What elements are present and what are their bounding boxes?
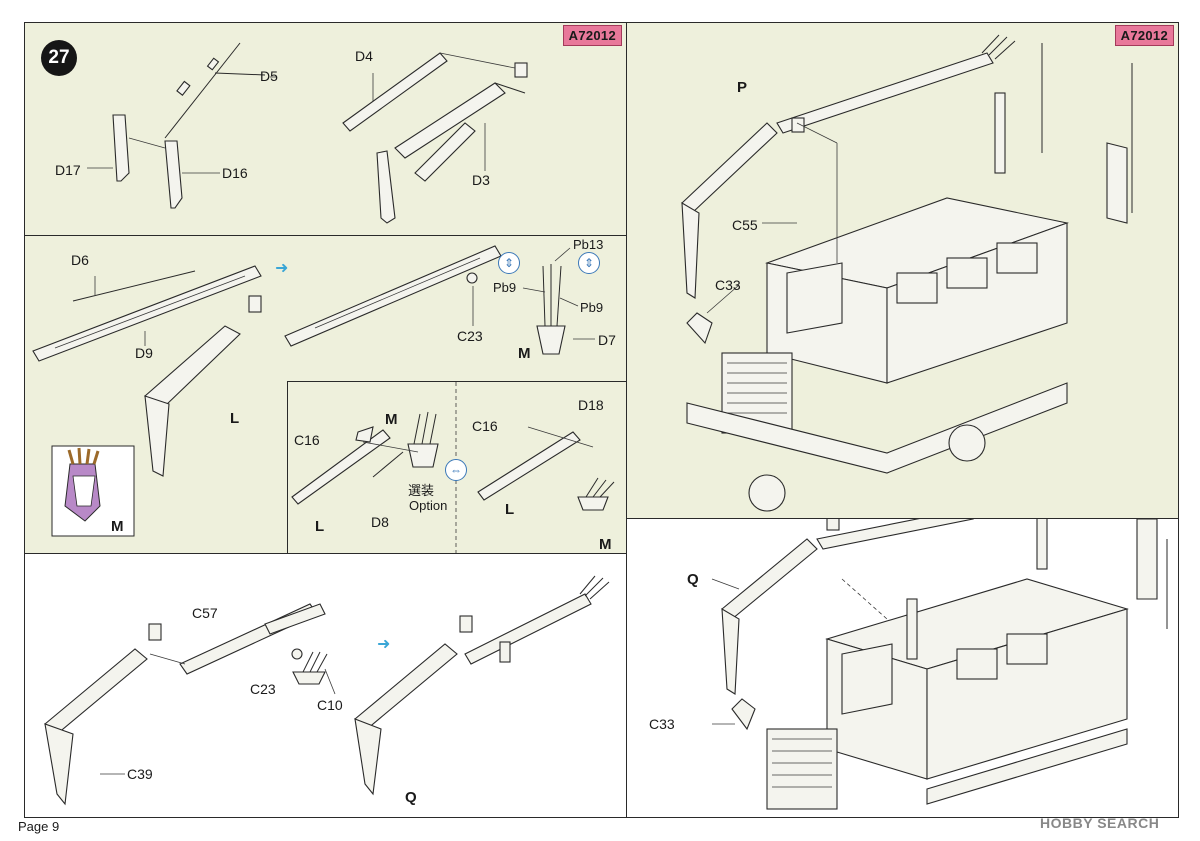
part-label-q: Q [405, 789, 417, 806]
panel-step-27-bottom: ➜ C57 C23 C10 C39 Q [24, 553, 627, 818]
rotate-icon: ⇕ [498, 252, 520, 274]
vehicle-diagram-bottom [711, 519, 1168, 810]
part-label-pb13: Pb13 [573, 237, 604, 252]
kit-code-tag: A72012 [1114, 25, 1174, 46]
part-label-pb9-left: Pb9 [493, 280, 517, 295]
option-label-c16-right: C16 [472, 418, 498, 434]
option-label-l: L [315, 518, 325, 535]
boom-attach-diagram [44, 575, 610, 806]
part-label-d5: D5 [260, 68, 278, 84]
part-label-c33: C33 [649, 716, 675, 732]
part-label-d17: D17 [55, 162, 81, 178]
option-diagram [291, 382, 615, 553]
watermark-logo: HOBBY SEARCH [1040, 815, 1160, 831]
kit-code-tag: A72012 [562, 25, 622, 46]
panel-option: ⇔ M C16 L D8 選装 Option D18 C16 L M [287, 381, 628, 554]
part-label-m: M [518, 345, 531, 362]
sequence-arrow-icon: ➜ [275, 260, 289, 277]
page-number: Page 9 [18, 819, 60, 834]
part-label-c33: C33 [715, 277, 741, 293]
part-label-l: L [230, 410, 240, 427]
step-number-badge: 27 [41, 40, 77, 76]
part-label-d7: D7 [598, 332, 616, 348]
option-text-en: Option [409, 498, 448, 513]
option-label-c16: C16 [294, 432, 320, 448]
part-label-c10: C10 [317, 697, 343, 713]
part-label-d16: D16 [222, 165, 248, 181]
panel-vehicle-top: A72012 P C55 C33 [626, 22, 1179, 519]
part-label-c55: C55 [732, 217, 758, 233]
part-label-c23: C23 [250, 681, 276, 697]
rotate-icon: ⇕ [578, 252, 600, 274]
option-label-m: M [385, 411, 398, 428]
panel-step-27-top: A72012 27 D5 D17 D16 D4 D3 [24, 22, 627, 236]
option-label-d18: D18 [578, 397, 604, 413]
part-label-d6: D6 [71, 252, 89, 268]
part-label-c23: C23 [457, 328, 483, 344]
boom-assembly-diagram [32, 245, 595, 537]
part-label-c57: C57 [192, 605, 218, 621]
part-label-d4: D4 [355, 48, 373, 64]
part-label-p: P [737, 79, 748, 96]
option-label-d8: D8 [371, 514, 389, 530]
part-label-d3: D3 [472, 172, 490, 188]
option-text-jp: 選装 [408, 483, 435, 498]
part-label-c39: C39 [127, 766, 153, 782]
option-label-m-right: M [599, 536, 612, 553]
part-label-q: Q [687, 571, 699, 588]
part-label-pb9-right: Pb9 [580, 300, 604, 315]
inset-label-m: M [111, 518, 124, 535]
part-label-d9: D9 [135, 345, 153, 361]
panel-vehicle-bottom: Q C33 [626, 518, 1179, 818]
option-toggle-icon: ⇔ [445, 459, 467, 481]
option-label-l-right: L [505, 501, 515, 518]
sequence-arrow-icon: ➜ [377, 636, 391, 653]
vehicle-diagram-top [681, 34, 1133, 512]
arm-parts-diagram [87, 42, 528, 224]
